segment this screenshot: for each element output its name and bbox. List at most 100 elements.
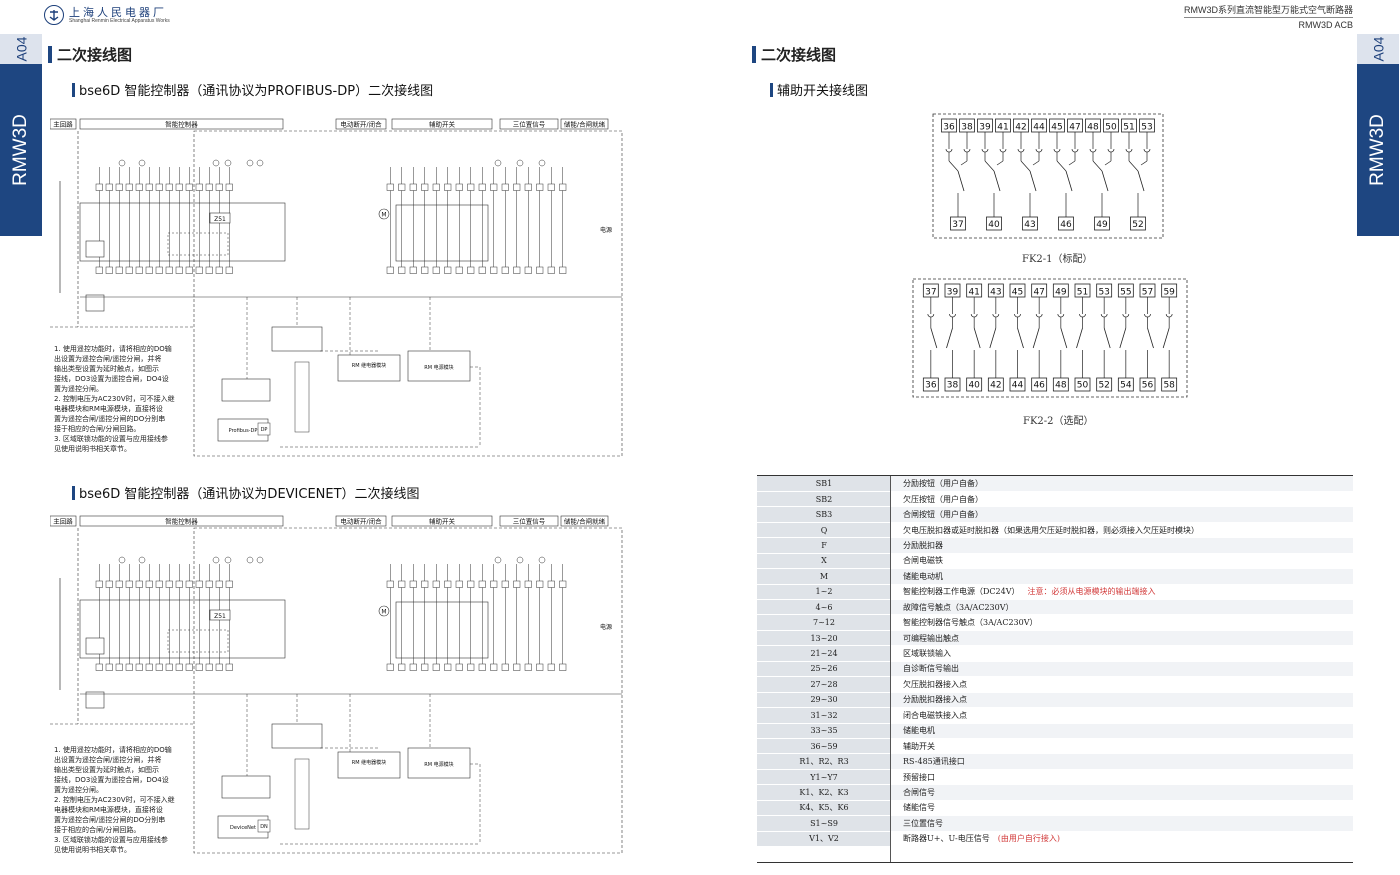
legend-code: 4~6 [757,599,891,616]
left-section-title: 二次接线图 [48,44,132,65]
terminal-box [155,663,163,671]
section-header-box [79,118,284,130]
legend-code: R1、R2、R3 [757,753,891,770]
terminal-box [165,580,173,588]
legend-description: 分励脱扣器接入点 [891,692,1353,709]
terminal-box [175,266,183,274]
terminal-number: 50 [1105,123,1117,133]
terminal-number: 48 [1087,123,1099,133]
terminal-box [950,216,966,231]
terminal-number: 46 [1060,220,1072,230]
terminal-box [455,266,463,274]
terminal-number: 43 [990,288,1001,298]
comm-module-box [271,326,323,352]
terminal-box [444,183,452,191]
dashed-frame [932,113,1164,239]
terminal-box [205,580,213,588]
terminal-box [1139,377,1156,392]
switch-blade [1119,327,1127,349]
terminal-number: 39 [947,288,959,298]
legend-code: X [757,553,891,570]
terminal-box [513,580,521,588]
terminal-box [386,266,394,274]
contact-arc [992,313,1000,318]
schematic-drawing: 主回路智能控制器电动断开/闭合辅助开关三位置信号储能/合闸就绪Z51M电源Pro… [50,118,623,457]
wire [1056,160,1067,172]
terminal-box [205,183,213,191]
legend-code: 25~26 [757,661,891,678]
breaker-box [85,637,105,655]
terminal-box [1130,216,1146,231]
fk2-2-caption: FK2-2（选配） [1023,416,1094,427]
terminal-box [455,663,463,671]
terminal-number: 38 [961,123,973,133]
section-header-box [50,515,77,527]
wire [984,160,995,172]
switch-blade [957,170,965,192]
terminal-number: 37 [952,220,963,230]
motor-label: M [381,609,386,616]
wire [1032,160,1040,166]
contact-arc [963,148,971,153]
terminal-box [398,183,406,191]
legend-description: 辅助开关 [891,738,1353,755]
indicator-lamp-icon [256,159,264,167]
terminal-box [987,377,1004,392]
diagram2-notes: 1. 使用遥控功能时，请将相应的DO输 出设置为遥控合闸/遥控分闸，并将 输出类… [54,746,175,854]
terminal-box [536,580,544,588]
terminal-box [922,377,939,392]
terminal-box [145,580,153,588]
terminal-box [1052,377,1069,392]
terminal-box [225,183,233,191]
terminal-box [501,663,509,671]
legend-code: 7~12 [757,614,891,631]
comm-adapter-box [221,378,271,402]
contact-arc [1035,313,1043,318]
section-header-box [335,515,387,527]
power-module-label: RM 电源模块 [424,364,453,371]
terminal-number: 45 [1012,288,1023,298]
terminal-box [478,183,486,191]
section-header-box [391,515,493,527]
wire [996,160,1004,166]
legend-description: 储能电机 [891,723,1353,739]
logo-emblem-icon [44,5,64,25]
schematic-drawing: 主回路智能控制器电动断开/闭合辅助开关三位置信号储能/合闸就绪Z51M电源Dev… [50,515,623,854]
dp-port-label: DN [260,824,268,830]
motor-icon [378,208,390,220]
terminal-box [155,266,163,274]
contact-arc [1107,148,1115,153]
terminal-box [95,663,103,671]
bus-cable-box [294,361,310,433]
z51-box [209,609,231,621]
section-header-box [50,118,77,130]
switch-blade [946,327,953,349]
wire [960,160,968,166]
terminal-number: 51 [1077,288,1088,298]
contact-arc [1035,148,1043,153]
indicator-lamp-icon [516,556,524,564]
terminal-box [1117,377,1134,392]
wire [1104,160,1112,166]
terminal-box [225,266,233,274]
terminal-box [444,580,452,588]
terminal-box [524,580,532,588]
terminal-box [205,266,213,274]
right-section-title: 二次接线图 [752,44,836,65]
terminal-box [1022,216,1038,231]
switch-blade [1147,327,1154,349]
tab-product-label: RMW3D [10,114,31,186]
terminal-number: 46 [1033,381,1045,391]
section-header-label: 智能控制器 [165,517,198,526]
legend-code: 29~30 [757,692,891,709]
terminal-box [432,183,440,191]
terminal-box [125,580,133,588]
terminal-number: 40 [988,220,1000,230]
